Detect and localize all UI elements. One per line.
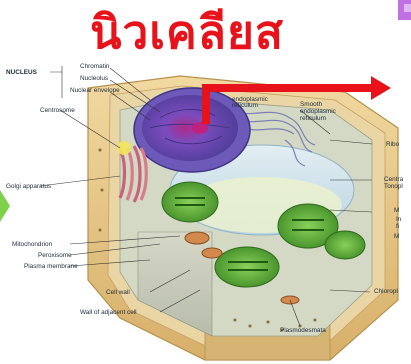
- label-nucleolus: Nucleolus: [80, 75, 108, 82]
- label-rough-er-2: reticulum: [232, 102, 258, 109]
- label-nucleus-group: NUCLEUS: [6, 69, 37, 76]
- label-cell-wall: Cell wall: [106, 289, 130, 296]
- label-right-fi: fi: [396, 223, 399, 230]
- label-smooth-er-2: endoplasmic: [300, 108, 336, 115]
- label-plasma-membrane: Plasma membrane: [24, 263, 78, 270]
- label-smooth-er-3: reticulum: [300, 115, 326, 122]
- label-right-m: M: [394, 207, 399, 214]
- label-nuclear-envelope: Nuclear envelope: [70, 87, 120, 94]
- label-plasmodesmata: Plasmodesmata: [280, 327, 326, 334]
- green-arrow: [0, 190, 10, 222]
- centrosome: [117, 141, 131, 155]
- label-golgi: Golgi apparatus: [6, 183, 51, 190]
- label-central-vacuole-2: Tonopl: [384, 183, 403, 190]
- label-chromatin: Chromatin: [80, 63, 109, 70]
- page-title: นิวเคลียส: [90, 2, 284, 62]
- corner-decoration: [398, 0, 411, 20]
- label-smooth-er-1: Smooth: [300, 101, 322, 108]
- label-centrosome: Centrosome: [40, 107, 75, 114]
- label-right-m2: M: [394, 233, 399, 240]
- label-central-vacuole-1: Centra: [384, 176, 403, 183]
- label-ribosomes: Ribo: [386, 141, 399, 148]
- label-chloroplast: Chloropl: [374, 288, 398, 295]
- label-adjacent-wall: Wall of adjacent cell: [80, 309, 137, 316]
- label-right-in: In: [396, 216, 401, 223]
- label-mitochondrion: Mitochondrion: [12, 241, 52, 248]
- label-peroxisome: Peroxisome: [38, 252, 72, 259]
